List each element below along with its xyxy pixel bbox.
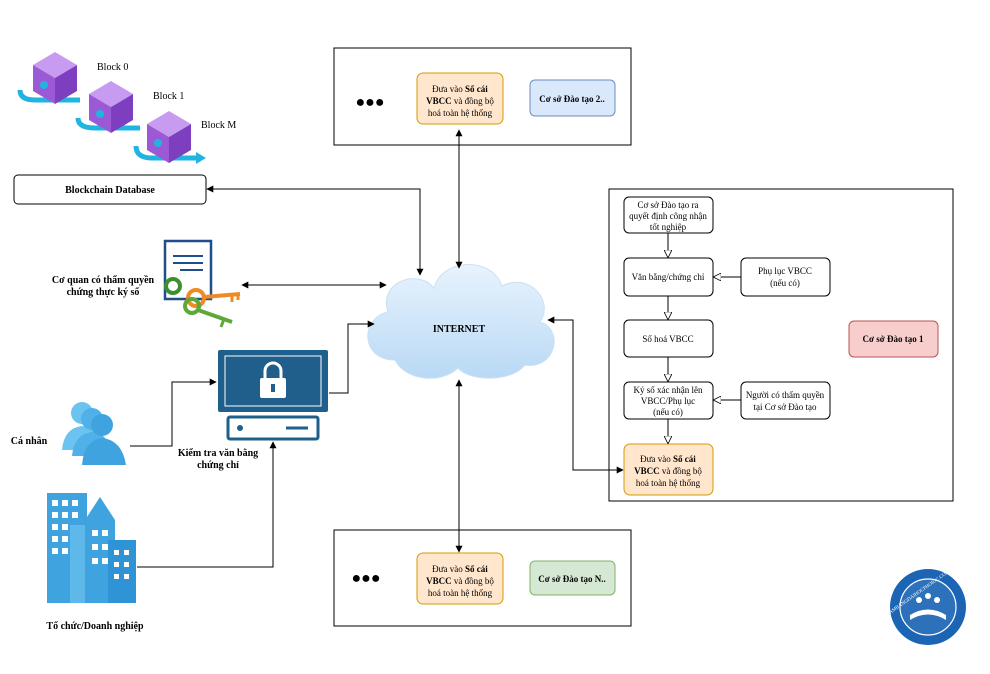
buildings-icon bbox=[47, 493, 136, 603]
block-label-0: Block 0 bbox=[97, 62, 128, 73]
step-decision-line1: Cơ sở Đào tạo ra bbox=[637, 200, 698, 210]
step-decision-line2: quyết định công nhận bbox=[629, 211, 707, 221]
chain-link bbox=[75, 117, 140, 131]
step-sign-line1: Ký số xác nhận lên bbox=[634, 385, 703, 395]
top-ledger-box[interactable] bbox=[416, 72, 504, 125]
connector-school-1 bbox=[547, 316, 624, 474]
top-ledger-line3: hoá toàn hệ thống bbox=[428, 108, 493, 118]
school-1-flow-arrows bbox=[668, 233, 741, 443]
step-appendix-line1: Phụ lục VBCC bbox=[758, 266, 812, 276]
certificate-key-icon bbox=[163, 239, 241, 328]
step-sign-line2: VBCC/Phụ lục bbox=[641, 396, 695, 406]
people-icon bbox=[62, 402, 126, 465]
step-diploma-label: Văn bằng/chứng chỉ bbox=[632, 272, 705, 282]
step-sign-line3: (nếu có) bbox=[653, 407, 683, 417]
school-1-ledger-line3: hoá toàn hệ thống bbox=[636, 478, 701, 488]
step-signer-line2: tại Cơ sở Đào tạo bbox=[753, 402, 817, 412]
connector-terminal bbox=[329, 320, 375, 394]
verification-terminal-icon[interactable] bbox=[218, 350, 328, 441]
bottom-ledger-line2: VBCC và đồng bộ bbox=[426, 576, 494, 586]
chain-arrowhead bbox=[196, 152, 206, 164]
school-1-title-box[interactable] bbox=[848, 320, 939, 358]
top-ledger-line2: VBCC và đồng bộ bbox=[426, 96, 494, 106]
blockchain-database-box[interactable] bbox=[13, 174, 207, 205]
school-n-box[interactable] bbox=[529, 560, 616, 596]
site-logo: LAMBANGDAIHOCPHOIOC.COM bbox=[886, 569, 966, 645]
block-label-1: Block 1 bbox=[153, 91, 184, 102]
network-connectors bbox=[130, 129, 624, 568]
connector-organization bbox=[137, 441, 277, 568]
school-1-title: Cơ sở Đào tạo 1 bbox=[863, 334, 924, 344]
bottom-ledger-line1: Đưa vào Sổ cái bbox=[432, 564, 488, 574]
school-n-label: Cơ sở Đào tạo N.. bbox=[538, 574, 605, 584]
organization-label: Tổ chức/Doanh nghiệp bbox=[46, 621, 144, 632]
school-2-label: Cơ sở Đào tạo 2.. bbox=[539, 94, 604, 104]
blockchain-database-label: Blockchain Database bbox=[65, 185, 155, 196]
school-1-ledger-line1: Đưa vào Sổ cái bbox=[640, 454, 696, 464]
bottom-ellipsis: ●●● bbox=[352, 570, 381, 587]
verification-label-line2: chứng chỉ bbox=[197, 460, 239, 471]
block-cube-m bbox=[147, 111, 191, 163]
school-1-ledger-box[interactable] bbox=[623, 443, 714, 496]
internet-label: INTERNET bbox=[433, 324, 486, 335]
blockchain-illustration: Block 0 Block 1 Block M bbox=[17, 52, 236, 164]
bottom-ledger-line3: hoá toàn hệ thống bbox=[428, 588, 493, 598]
block-cube-1 bbox=[89, 81, 133, 133]
step-signer-box[interactable] bbox=[740, 381, 831, 420]
school-1-ledger-line2: VBCC và đồng bộ bbox=[634, 466, 702, 476]
top-ellipsis: ●●● bbox=[356, 94, 385, 111]
step-appendix-line2: (nếu có) bbox=[770, 278, 800, 288]
school-2-box[interactable] bbox=[529, 79, 616, 117]
authority-label-line1: Cơ quan có thẩm quyền bbox=[52, 275, 155, 286]
authority-label-line2: chứng thực ký số bbox=[67, 287, 141, 298]
verification-label-line1: Kiểm tra văn bằng bbox=[178, 448, 258, 459]
chain-link bbox=[17, 89, 80, 103]
chain-link bbox=[133, 145, 198, 161]
step-digitize-label: Số hoá VBCC bbox=[642, 334, 693, 344]
step-decision-line3: tốt nghiệp bbox=[650, 222, 687, 232]
step-signer-line1: Người có thẩm quyền bbox=[746, 390, 825, 400]
individual-label: Cá nhân bbox=[11, 436, 48, 447]
step-appendix-box[interactable] bbox=[740, 257, 831, 297]
top-ledger-line1: Đưa vào Sổ cái bbox=[432, 84, 488, 94]
block-label-m: Block M bbox=[201, 120, 236, 131]
connector-individual bbox=[130, 378, 217, 447]
connector-database bbox=[206, 185, 424, 276]
bottom-ledger-box[interactable] bbox=[416, 552, 504, 605]
block-cube-0 bbox=[33, 52, 77, 104]
internet-cloud[interactable] bbox=[367, 264, 555, 379]
